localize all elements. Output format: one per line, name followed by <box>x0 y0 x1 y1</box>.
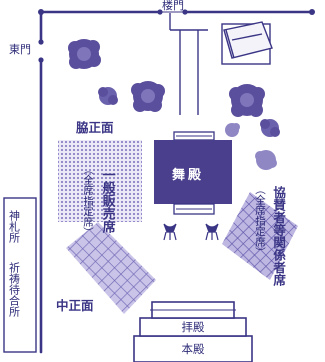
east-gate-post-top <box>38 39 44 45</box>
east-gate-label: 東門 <box>9 43 31 56</box>
general-seats-title: 一般販売席 <box>99 168 115 233</box>
haiden-honden <box>133 301 253 362</box>
honden-label: 本殿 <box>181 342 205 356</box>
trees <box>68 39 280 170</box>
naka-shomen-seat-area <box>66 222 156 314</box>
waki-shomen-label: 脇正面 <box>76 120 114 135</box>
general-seat-area <box>58 140 142 222</box>
corner-post-left <box>38 9 44 15</box>
butaiden-building <box>154 131 232 215</box>
romon-gate-label: 楼門 <box>162 0 184 12</box>
precinct-wall <box>39 10 314 354</box>
approach-path <box>169 13 208 115</box>
shrine-office-label-1: 神札所 <box>7 210 21 243</box>
general-seats-note: （全席指定席） <box>82 164 95 238</box>
east-gate-post-bottom <box>38 57 44 63</box>
shrine-office-building <box>3 197 37 353</box>
naka-shomen-label: 中正面 <box>56 298 94 313</box>
corner-post-right <box>309 9 315 15</box>
fire-baskets <box>163 223 219 241</box>
sponsor-seats-title: 協賛者等関係者席 <box>271 186 287 286</box>
sponsor-seats-note: （全席指定席） <box>254 184 267 258</box>
butaiden-label: 舞殿 <box>172 168 205 183</box>
shrine-office-label-2: 祈祷待合所 <box>7 262 21 317</box>
sponsor-seat-area <box>222 192 298 280</box>
gatehouse-building <box>221 21 273 65</box>
haiden-label: 拝殿 <box>181 320 205 334</box>
